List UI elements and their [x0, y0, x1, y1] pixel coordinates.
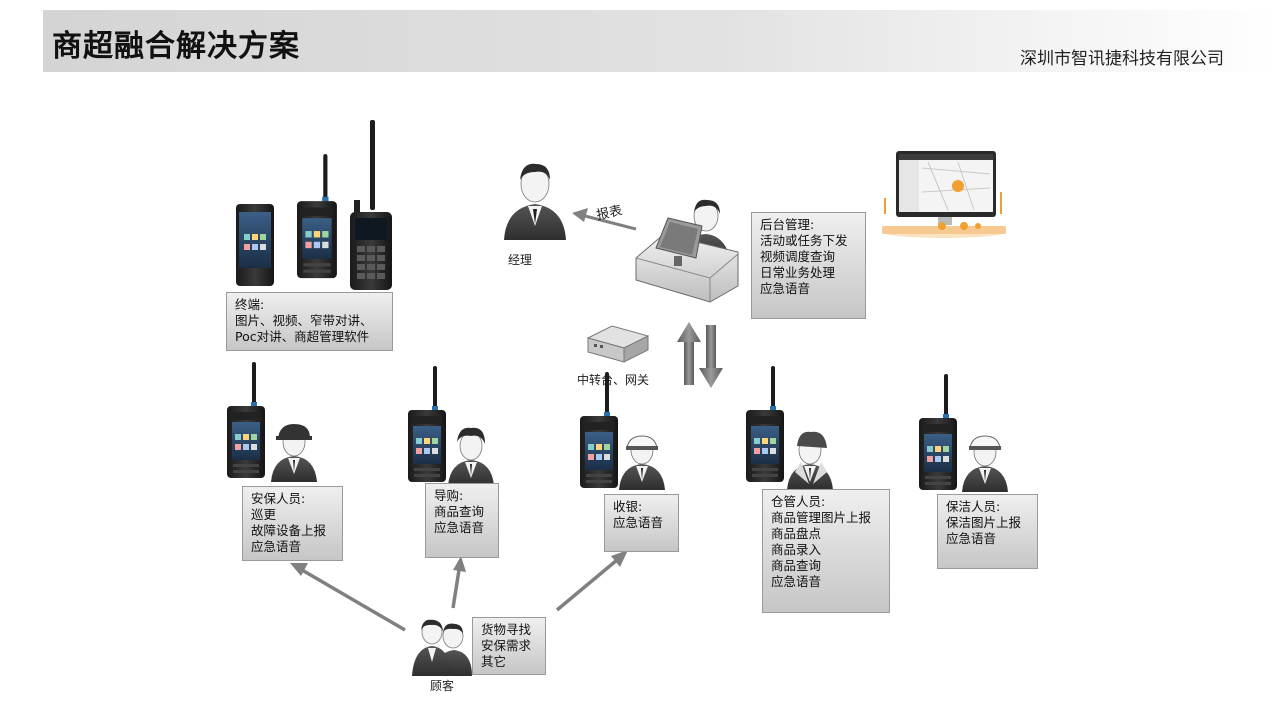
manager-person-icon: [504, 163, 566, 240]
customer-to-security-arrow: [290, 563, 406, 632]
guide-line-2: 商品查询: [434, 504, 485, 519]
backend-line-5: 应急语音: [760, 281, 811, 296]
cleaner-box: 保洁人员: 保洁图片上报 应急语音: [937, 494, 1038, 569]
terminal-box: 终端: 图片、视频、窄带对讲、 Poc对讲、商超管理软件: [226, 292, 393, 351]
warehouse-staff-icon: [746, 366, 834, 490]
guide-line-1: 导购:: [434, 488, 464, 503]
guide-box: 导购: 商品查询 应急语音: [425, 483, 499, 558]
page-title: 商超融合解决方案: [52, 29, 300, 64]
warehouse-line-1: 仓管人员:: [771, 494, 826, 509]
security-staff-icon: [227, 362, 318, 483]
customer-to-cashier-arrow: [555, 550, 628, 612]
cleaner-line-2: 保洁图片上报: [946, 515, 1022, 530]
customer-needs-line-3: 其它: [481, 654, 507, 669]
network-gateway-icon: [586, 325, 650, 363]
cashier-line-2: 应急语音: [613, 515, 664, 530]
guide-line-3: 应急语音: [434, 520, 485, 535]
cleaner-icon: [919, 374, 1009, 493]
security-line-1: 安保人员:: [251, 491, 306, 506]
customer-needs-line-1: 货物寻找: [481, 622, 532, 637]
warehouse-line-4: 商品录入: [771, 542, 822, 557]
cleaner-line-3: 应急语音: [946, 531, 997, 546]
cleaner-line-1: 保洁人员:: [946, 499, 1001, 514]
warehouse-line-5: 商品查询: [771, 558, 822, 573]
shopping-guide-icon: [408, 366, 495, 486]
manager-label: 经理: [508, 253, 533, 267]
handheld-radio-icons: [236, 120, 392, 290]
backend-line-4: 日常业务处理: [760, 265, 836, 280]
cashier-line-1: 收银:: [613, 499, 643, 514]
warehouse-line-2: 商品管理图片上报: [771, 510, 872, 525]
company-name: 深圳市智讯捷科技有限公司: [1020, 49, 1224, 69]
dispatch-monitor-icon: [882, 151, 1006, 238]
up-down-arrows-icon: [677, 322, 723, 388]
customer-label: 顾客: [430, 679, 455, 693]
backend-line-1: 后台管理:: [760, 217, 815, 232]
terminal-line-1: 终端:: [235, 297, 265, 312]
warehouse-line-3: 商品盘点: [771, 526, 822, 541]
backend-line-3: 视频调度查询: [760, 249, 836, 264]
header-bar: [43, 10, 1280, 72]
security-line-2: 巡更: [251, 507, 277, 522]
terminal-line-2: 图片、视频、窄带对讲、: [235, 313, 373, 328]
security-line-3: 故障设备上报: [251, 523, 327, 538]
customer-needs-line-2: 安保需求: [481, 638, 532, 653]
warehouse-box: 仓管人员: 商品管理图片上报 商品盘点 商品录入 商品查询 应急语音: [762, 489, 890, 613]
warehouse-line-6: 应急语音: [771, 574, 822, 589]
backend-box: 后台管理: 活动或任务下发 视频调度查询 日常业务处理 应急语音: [751, 212, 866, 319]
security-box: 安保人员: 巡更 故障设备上报 应急语音: [242, 486, 343, 561]
gateway-label: 中转台、网关: [577, 373, 650, 387]
customer-group-icon: [412, 619, 472, 676]
operator-at-desk-icon: [635, 199, 739, 303]
terminal-line-3: Poc对讲、商超管理软件: [235, 329, 370, 344]
cashier-box: 收银: 应急语音: [604, 494, 679, 552]
security-line-4: 应急语音: [251, 539, 302, 554]
backend-line-2: 活动或任务下发: [760, 233, 848, 248]
report-arrow: [572, 208, 637, 231]
customer-to-guide-arrow: [451, 556, 466, 609]
customer-needs-box: 货物寻找 安保需求 其它: [472, 617, 546, 675]
cashier-icon: [580, 372, 666, 491]
